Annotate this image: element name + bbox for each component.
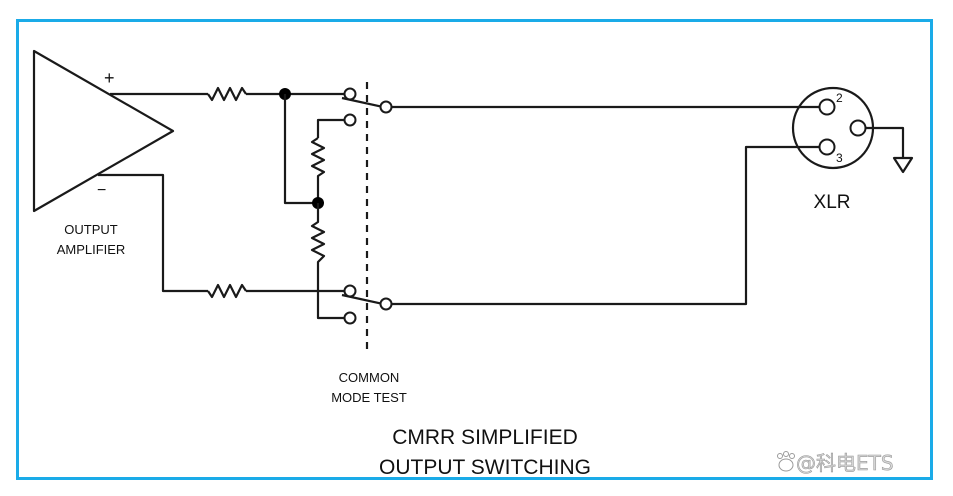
switch-bottom-common <box>379 297 393 311</box>
switch-top-contact-a <box>343 87 357 101</box>
amplifier-label-line1: OUTPUT <box>64 222 118 237</box>
paw-icon <box>777 451 795 472</box>
minus-sign: − <box>97 182 106 199</box>
resistor-cm-upper <box>310 137 326 203</box>
wire-junction-down <box>283 94 318 205</box>
switch-top-common <box>379 100 393 114</box>
xlr-pin3-label: 3 <box>836 151 843 165</box>
xlr-pin2-label: 2 <box>836 91 843 105</box>
wire-minus-out <box>98 173 208 293</box>
wire-ground <box>866 126 905 158</box>
diagram-title-line2: OUTPUT SWITCHING <box>379 456 591 479</box>
plus-sign: + <box>104 68 115 88</box>
diagram-frame <box>16 19 933 480</box>
amplifier-label-line2: AMPLIFIER <box>57 242 126 257</box>
switch-bottom-contact-a <box>343 284 357 298</box>
switch-top-contact-b <box>343 113 357 127</box>
xlr-label: XLR <box>814 192 851 213</box>
xlr-pin2 <box>818 98 836 116</box>
resistor-cm-lower <box>310 203 345 320</box>
wire-to-xlr-pin3 <box>392 145 820 306</box>
xlr-pin3 <box>818 138 836 156</box>
resistor-plus <box>207 86 247 102</box>
xlr-pin1 <box>849 119 867 137</box>
diagram-title-line1: CMRR SIMPLIFIED <box>392 426 578 449</box>
switch-label-line2: MODE TEST <box>331 390 407 405</box>
watermark-text: @科电ETS <box>796 451 894 475</box>
switch-bottom-contact-b <box>343 311 357 325</box>
amplifier-symbol <box>32 49 175 213</box>
switch-label-line1: COMMON <box>339 370 400 385</box>
resistor-minus <box>207 283 247 299</box>
wire-upper-cm-contact <box>316 118 345 138</box>
ground-icon <box>892 156 914 174</box>
